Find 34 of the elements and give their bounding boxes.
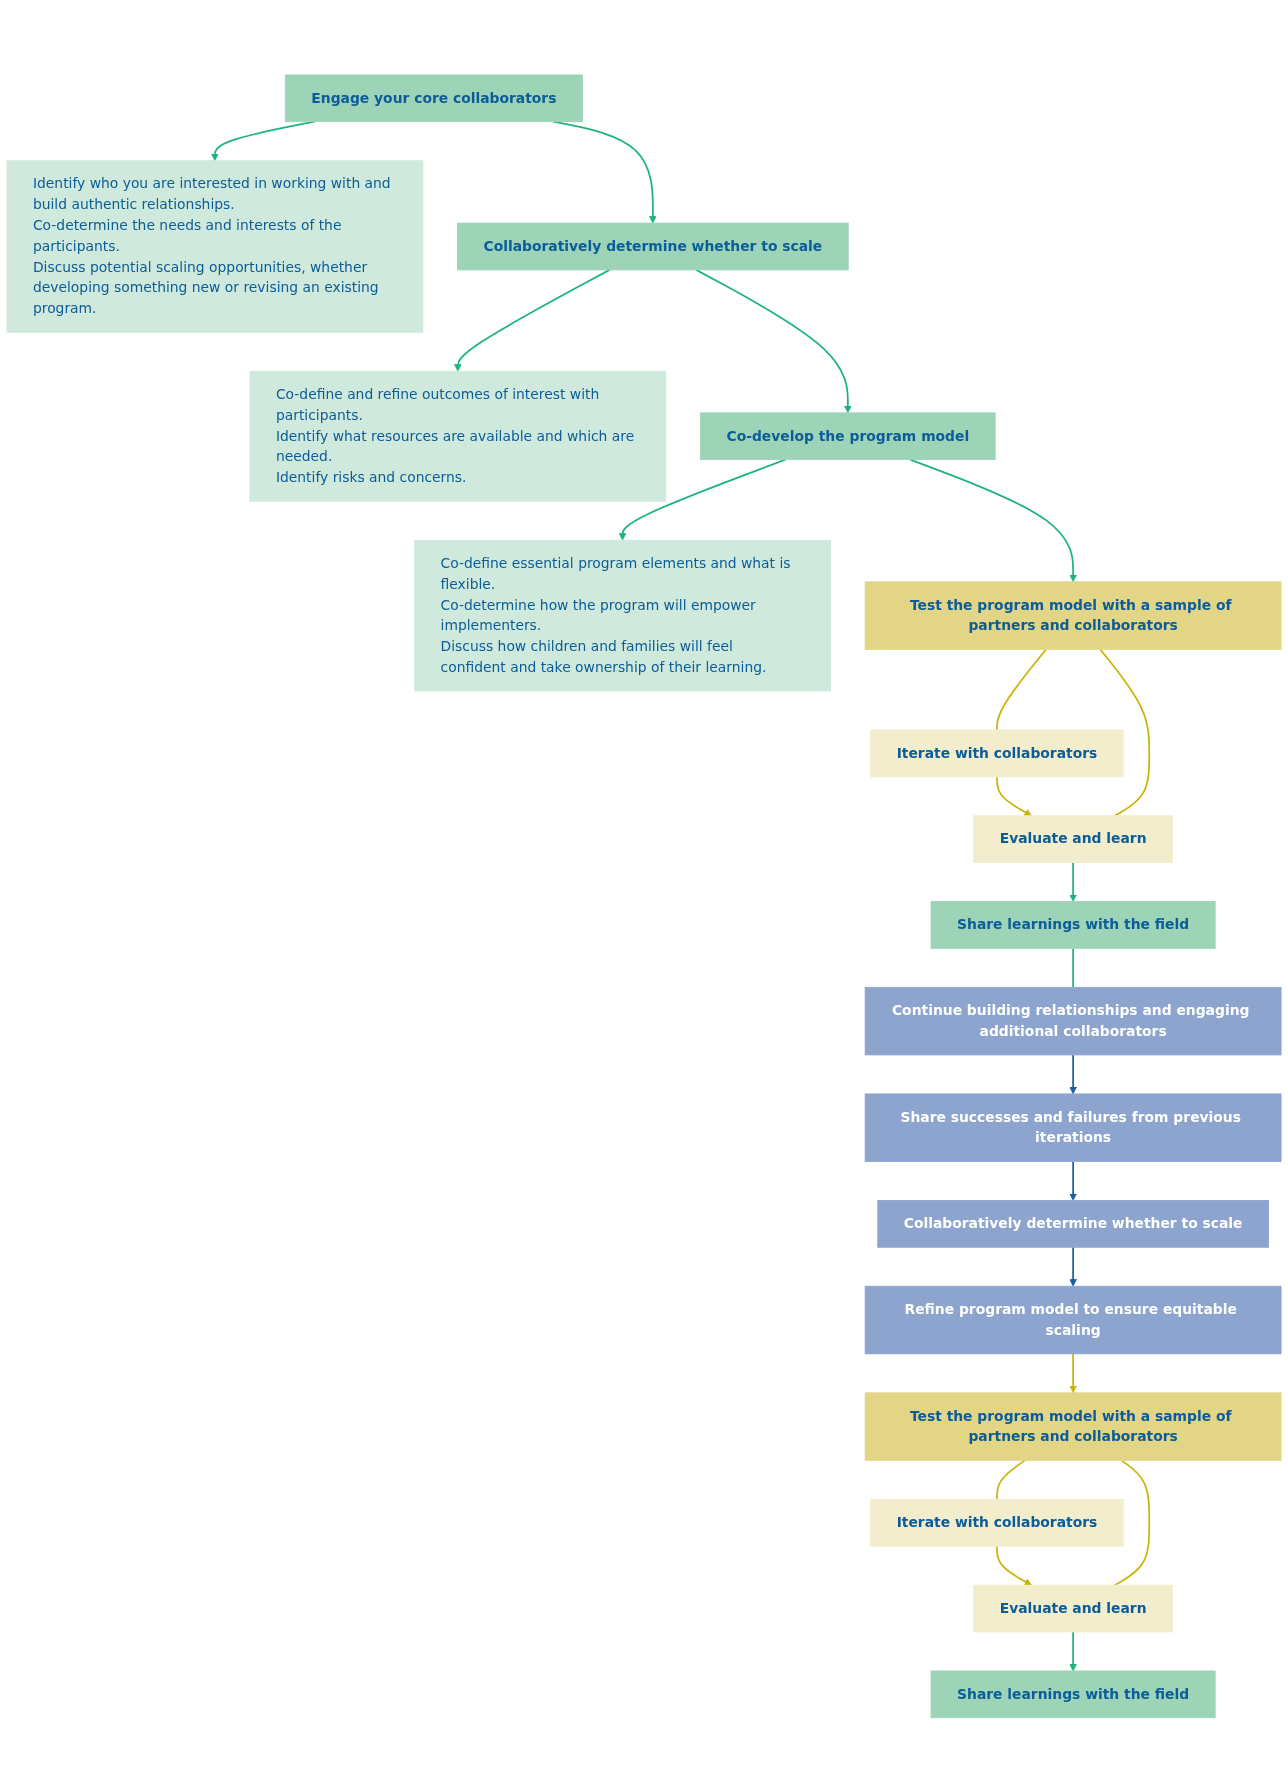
node-box: Co-define essential program elements and what is flexible. Co-determine how the program will empower implementers. Discuss how children and families will feel confident and take ownership of their learning. bbox=[414, 539, 831, 692]
node-box: Evaluate and learn bbox=[973, 815, 1173, 863]
arrow bbox=[454, 268, 611, 372]
node-box: Test the program model with a sample of partners and collaborators bbox=[864, 581, 1282, 650]
node-box: Iterate with collaborators bbox=[870, 729, 1124, 777]
connector bbox=[996, 648, 1047, 731]
node-box: Co-develop the program model bbox=[700, 412, 996, 460]
node-box: Co-define and refine outcomes of interest with participants. Identify what resources are available and which are needed. Identify risks and concerns. bbox=[249, 370, 667, 502]
arrow bbox=[695, 268, 852, 413]
arrow bbox=[996, 1545, 1032, 1586]
node-box: Evaluate and learn bbox=[973, 1584, 1173, 1633]
node-box: Collaboratively determine whether to scale bbox=[877, 1199, 1269, 1248]
arrow bbox=[1069, 861, 1077, 902]
node-box: Engage your core collaborators bbox=[284, 74, 583, 122]
node-box: Continue building relationships and engaging additional collaborators bbox=[864, 986, 1282, 1055]
arrow bbox=[1069, 1053, 1077, 1094]
connector bbox=[996, 1459, 1026, 1500]
node-box: Share learnings with the field bbox=[930, 1670, 1216, 1718]
arrow bbox=[1069, 1630, 1077, 1671]
node-box: Test the program model with a sample of partners and collaborators bbox=[864, 1392, 1282, 1461]
arrow bbox=[618, 458, 787, 541]
arrow bbox=[1069, 1160, 1077, 1201]
connector bbox=[1099, 648, 1151, 817]
arrow bbox=[1069, 1352, 1077, 1393]
connector bbox=[1072, 947, 1074, 988]
node-box: Refine program model to ensure equitable scaling bbox=[864, 1285, 1282, 1354]
node-box: Share learnings with the field bbox=[930, 900, 1216, 949]
node-box: Share successes and failures from previous iterations bbox=[864, 1093, 1282, 1162]
node-box: Collaboratively determine whether to scale bbox=[457, 222, 849, 270]
arrow bbox=[996, 775, 1032, 816]
node-box: Iterate with collaborators bbox=[870, 1498, 1124, 1547]
arrow bbox=[909, 458, 1077, 582]
node-box: Identify who you are interested in working with and build authentic relationships. Co-determine the needs and interests of the participants. Discuss potential scaling opportunities, whether developing something new or revising an existing program. bbox=[6, 159, 424, 333]
arrow bbox=[1069, 1246, 1077, 1287]
